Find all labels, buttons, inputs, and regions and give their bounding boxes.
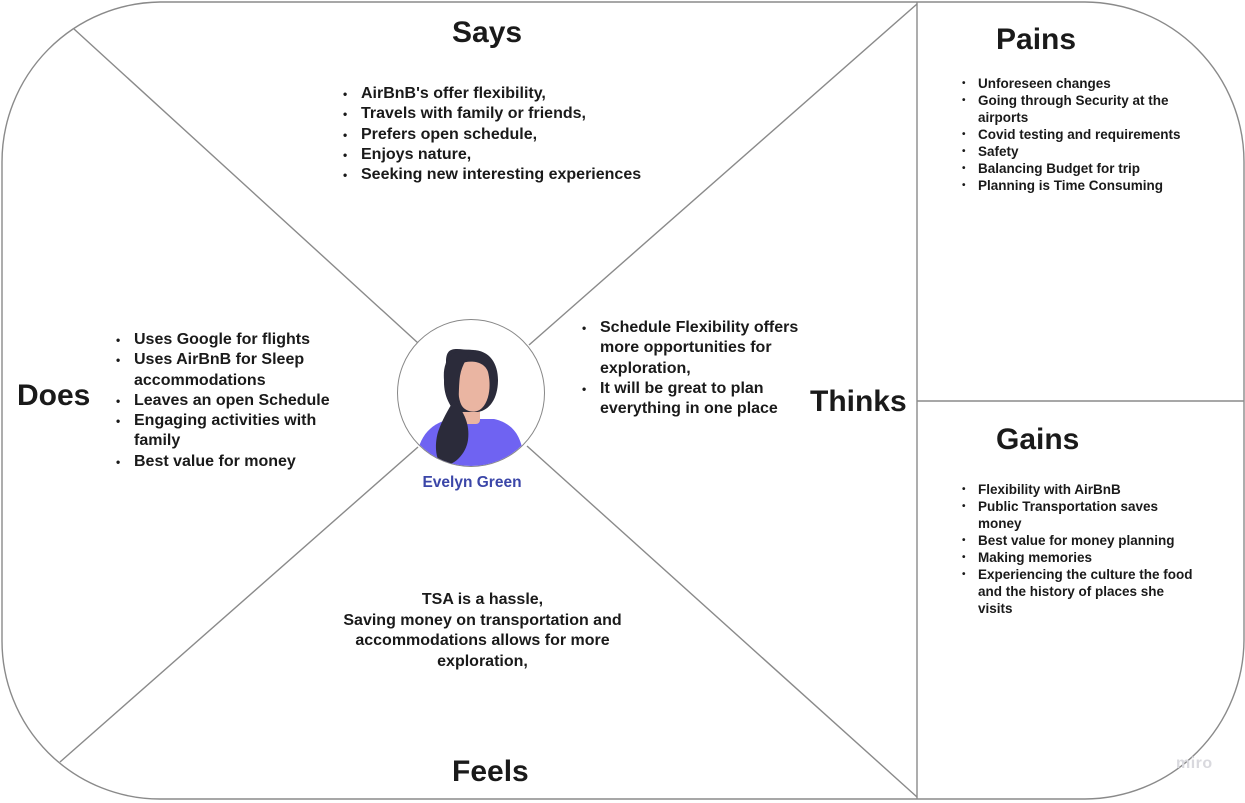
- list-item: Safety: [962, 143, 1187, 160]
- list-item: Seeking new interesting experiences: [343, 165, 663, 186]
- list-item: Going through Security at the airports: [962, 92, 1187, 126]
- list-item: Enjoys nature,: [343, 145, 663, 166]
- list-item: Engaging activities with family: [116, 411, 331, 452]
- feels-line: Saving money on transportation and: [343, 611, 622, 629]
- feels-line: accommodations allows for more: [355, 632, 610, 649]
- does-heading: Does: [17, 379, 91, 412]
- pains-heading: Pains: [996, 23, 1077, 56]
- list-item: Leaves an open Schedule: [116, 391, 331, 412]
- list-item: Unforeseen changes: [962, 75, 1187, 92]
- thinks-list: Schedule Flexibility offers more opportu…: [582, 318, 804, 419]
- feels-line: exploration,: [437, 652, 528, 670]
- list-item: Travels with family or friends,: [343, 104, 663, 125]
- pains-list: Unforeseen changes Going through Securit…: [962, 75, 1187, 194]
- thinks-heading: Thinks: [810, 385, 907, 418]
- list-item: Uses AirBnB for Sleep accommodations: [116, 350, 331, 391]
- list-item: Balancing Budget for trip: [962, 160, 1187, 177]
- gains-list: Flexibility with AirBnB Public Transport…: [962, 481, 1194, 617]
- list-item: Experiencing the culture the food and th…: [962, 566, 1194, 617]
- gains-heading: Gains: [996, 423, 1080, 456]
- list-item: Making memories: [962, 549, 1194, 566]
- says-list: AirBnB's offer flexibility, Travels with…: [343, 84, 663, 186]
- list-item: Flexibility with AirBnB: [962, 481, 1194, 498]
- persona-name: Evelyn Green: [422, 474, 522, 491]
- feels-line: TSA is a hassle,: [421, 591, 544, 608]
- list-item: Public Transportation saves money: [962, 498, 1194, 532]
- list-item: It will be great to plan everything in o…: [582, 379, 804, 420]
- feels-heading: Feels: [452, 755, 529, 788]
- says-heading: Says: [452, 16, 523, 49]
- feels-text: TSA is a hassle, Saving money on transpo…: [330, 590, 635, 672]
- list-item: Prefers open schedule,: [343, 125, 663, 146]
- miro-watermark: miro: [1176, 755, 1213, 772]
- list-item: Planning is Time Consuming: [962, 177, 1187, 194]
- list-item: Uses Google for flights: [116, 330, 331, 351]
- person-avatar-icon: [397, 319, 545, 467]
- does-list: Uses Google for flights Uses AirBnB for …: [116, 330, 331, 472]
- list-item: Best value for money planning: [962, 532, 1194, 549]
- list-item: AirBnB's offer flexibility,: [343, 84, 663, 105]
- list-item: Best value for money: [116, 452, 331, 473]
- list-item: Schedule Flexibility offers more opportu…: [582, 318, 804, 379]
- list-item: Covid testing and requirements: [962, 126, 1187, 143]
